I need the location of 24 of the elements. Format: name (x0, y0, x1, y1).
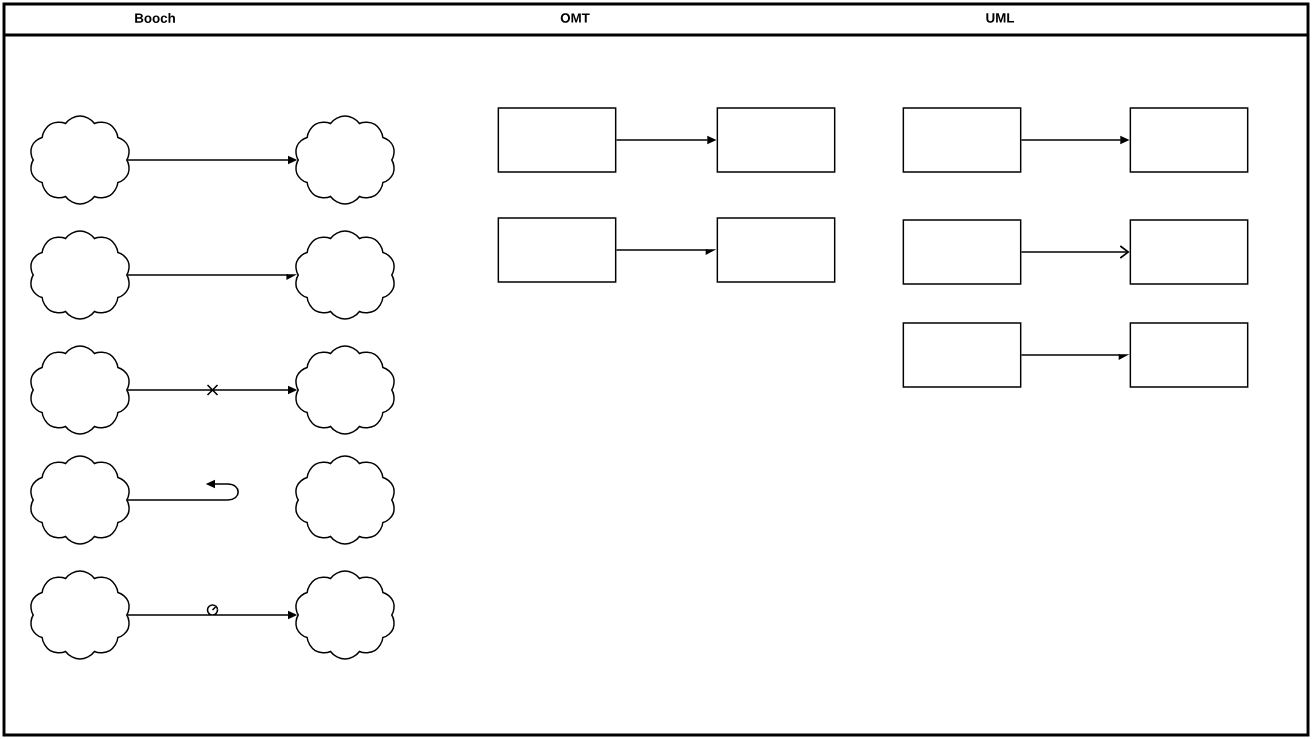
class-box (902, 107, 1022, 173)
message-arrow (1020, 245, 1130, 259)
class-box (716, 217, 836, 283)
column-heading: OMT (560, 13, 590, 23)
class-cloud (295, 115, 395, 205)
class-cloud (295, 455, 395, 545)
class-box (1129, 219, 1249, 285)
class-cloud (30, 570, 130, 660)
class-cloud (30, 230, 130, 320)
class-box (1129, 107, 1249, 173)
column-heading: Booch (135, 13, 175, 23)
class-box (1129, 322, 1249, 388)
class-box (497, 217, 617, 283)
class-cloud (295, 570, 395, 660)
class-cloud (30, 115, 130, 205)
column-heading: UML (986, 13, 1015, 23)
class-cloud (295, 345, 395, 435)
class-cloud (30, 345, 130, 435)
class-box (716, 107, 836, 173)
class-cloud (30, 455, 130, 545)
class-box (902, 322, 1022, 388)
class-box (497, 107, 617, 173)
class-box (902, 219, 1022, 285)
class-cloud (295, 230, 395, 320)
